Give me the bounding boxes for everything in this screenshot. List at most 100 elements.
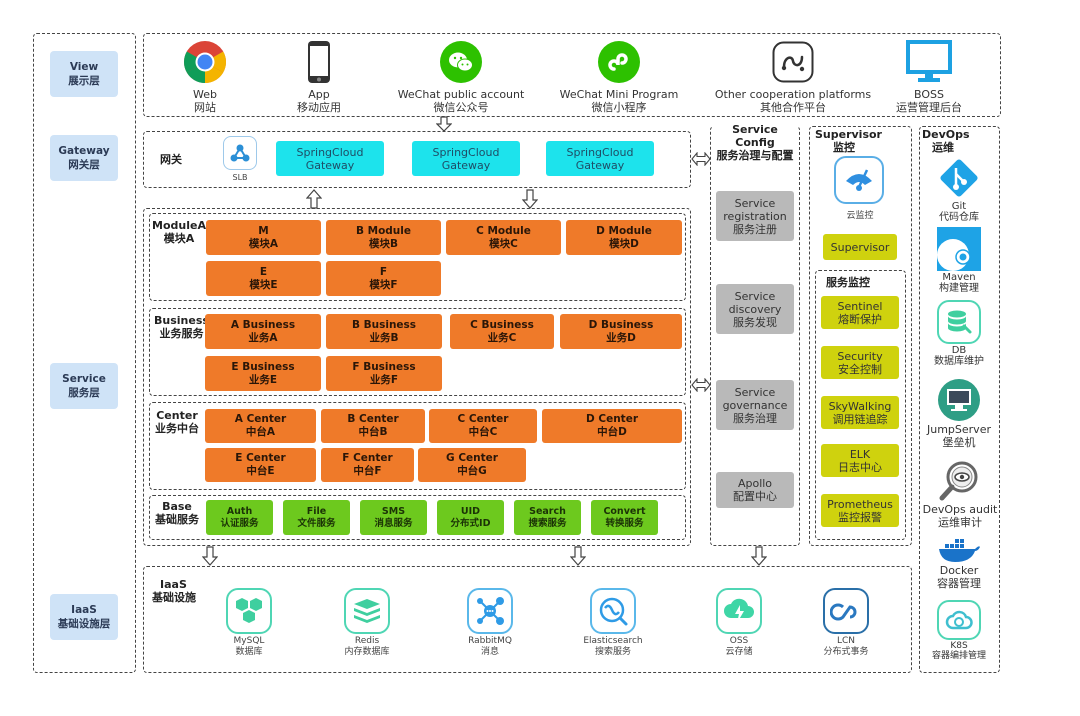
docker-icon: [925, 537, 993, 563]
redis-icon: [344, 588, 390, 634]
view-item-other-platforms[interactable]: Other cooperation platforms 其他合作平台: [713, 38, 873, 114]
iaas-item-redis[interactable]: Redis 内存数据库: [312, 588, 422, 658]
layer-zh: 网关层: [68, 159, 100, 171]
item-zh: 业务B: [369, 331, 399, 344]
item-zh: 监控报警: [838, 510, 882, 524]
service-governance[interactable]: Service governance 服务治理: [716, 380, 794, 430]
springcloud-gateway-3[interactable]: SpringCloud Gateway: [546, 141, 654, 176]
slb-icon: [223, 136, 257, 170]
item-en: SMS: [381, 505, 406, 517]
view-item-app[interactable]: App 移动应用: [239, 38, 399, 114]
k8s-icon: [925, 600, 993, 640]
slb-item[interactable]: SLB: [220, 136, 260, 182]
devops-item-docker[interactable]: Docker 容器管理: [925, 537, 993, 590]
supervisor-label: Supervisor: [830, 240, 890, 254]
gateway-line1: SpringCloud: [432, 145, 500, 159]
service-registration[interactable]: Service registration 服务注册: [716, 191, 794, 241]
business-section: [149, 308, 686, 396]
devops-item-audit[interactable]: DevOps audit 运维审计: [921, 460, 999, 529]
item-zh: 业务C: [487, 331, 517, 344]
view-item-mini-program[interactable]: WeChat Mini Program 微信小程序: [539, 38, 699, 114]
devops-item-k8s[interactable]: K8S 容器编排管理: [925, 600, 993, 661]
iaas-item-lcn[interactable]: LCN 分布式事务: [791, 588, 901, 658]
item-en: Sentinel: [837, 299, 883, 313]
devops-item-jumpserver[interactable]: JumpServer 堡垒机: [925, 378, 993, 449]
devops-item-maven[interactable]: Maven 构建管理: [925, 227, 993, 294]
item-line: 服务发现: [733, 315, 777, 329]
devops-item-zh: 构建管理: [939, 283, 979, 294]
cloud-monitor-item[interactable]: 云监控: [834, 156, 886, 221]
database-icon: [925, 300, 993, 344]
devops-item-zh: 堡垒机: [942, 436, 976, 449]
view-item-zh: 运营管理后台: [896, 101, 962, 114]
mini-program-icon: [539, 38, 699, 86]
view-item-wechat[interactable]: WeChat public account 微信公众号: [381, 38, 541, 114]
iaas-item-mysql[interactable]: MySQL 数据库: [194, 588, 304, 658]
supervisor-button[interactable]: Supervisor: [823, 234, 897, 260]
item-line: 服务治理: [733, 411, 777, 425]
iaas-item-en: RabbitMQ: [468, 636, 512, 646]
view-item-en: WeChat Mini Program: [559, 88, 679, 101]
iaas-item-elasticsearch[interactable]: Elasticsearch 搜索服务: [558, 588, 668, 658]
item-en: D Module: [596, 224, 652, 237]
springcloud-gateway-2[interactable]: SpringCloud Gateway: [412, 141, 520, 176]
view-item-boss[interactable]: BOSS 运营管理后台: [849, 38, 1009, 114]
item-line: 服务注册: [733, 222, 777, 236]
item-en: B Business: [351, 318, 417, 331]
view-item-web[interactable]: Web 网站: [125, 38, 285, 114]
item-en: Convert: [603, 505, 646, 517]
up-arrow-icon: [306, 189, 322, 209]
apollo-config[interactable]: Apollo 配置中心: [716, 472, 794, 508]
iaas-item-rabbitmq[interactable]: RabbitMQ 消息: [435, 588, 545, 658]
item-zh: 转换服务: [605, 517, 644, 529]
center-title-en: Center: [156, 409, 198, 422]
service-monitor-title: 服务监控: [826, 276, 870, 289]
business-title-zh: 业务服务: [159, 327, 204, 340]
iaas-item-oss[interactable]: OSS 云存储: [684, 588, 794, 658]
service-discovery[interactable]: Service discovery 服务发现: [716, 284, 794, 334]
gateway-panel: [143, 131, 691, 188]
mysql-icon: [226, 588, 272, 634]
devops-item-git[interactable]: Git 代码仓库: [925, 156, 993, 223]
iaas-item-en: OSS: [729, 636, 749, 646]
iaas-item-en: Elasticsearch: [583, 636, 643, 646]
iaas-title-en: IaaS: [160, 578, 187, 591]
center-title: Center 业务中台: [155, 409, 199, 435]
center-section: [149, 402, 686, 490]
devops-item-db[interactable]: DB 数据库维护: [925, 300, 993, 367]
gateway-line2: Gateway: [305, 158, 355, 172]
iaas-item-zh: 搜索服务: [594, 647, 631, 657]
gateway-line1: SpringCloud: [566, 145, 634, 159]
springcloud-gateway-1[interactable]: SpringCloud Gateway: [276, 141, 384, 176]
